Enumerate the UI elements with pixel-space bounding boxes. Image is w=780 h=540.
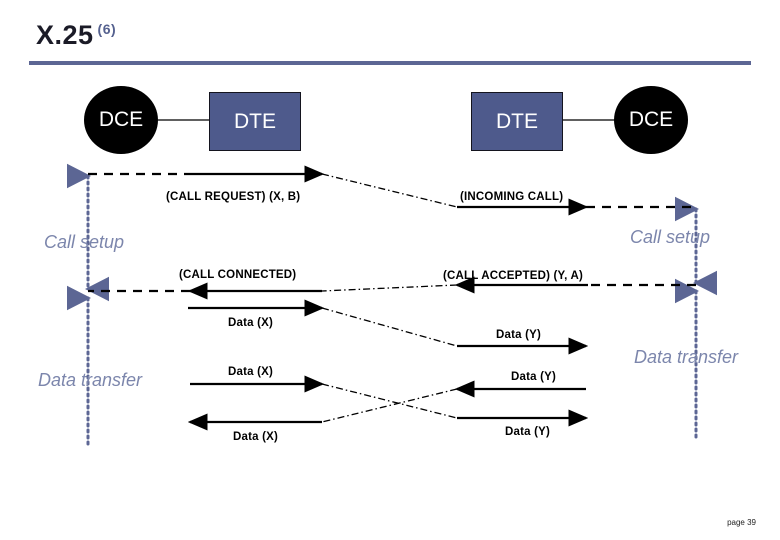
- message-label-data-y-3: Data (Y): [505, 426, 551, 438]
- title-divider: [29, 61, 751, 65]
- phase-label-call-setup-right: Call setup: [630, 227, 711, 247]
- node-dce-right-label: DCE: [628, 108, 674, 131]
- link-data-x1-to-y1: [321, 307, 458, 347]
- node-dte-left-label: DTE: [234, 109, 276, 133]
- message-label-data-x-2: Data (X): [228, 366, 274, 378]
- link-accepted-to-connected: [321, 284, 458, 292]
- node-dte-right[interactable]: DTE: [471, 92, 563, 151]
- node-dce-left-label: DCE: [98, 108, 144, 131]
- data-transfer-flows: [187, 299, 589, 431]
- message-label-call-connected: (CALL CONNECTED): [179, 269, 297, 281]
- link-request-to-incoming: [321, 173, 458, 208]
- call-setup-flows: [88, 165, 696, 300]
- message-label-data-y-2: Data (Y): [511, 371, 557, 383]
- phase-brackets: [67, 163, 717, 446]
- node-dce-right[interactable]: DCE: [614, 86, 688, 154]
- phase-label-data-transfer-left: Data transfer: [38, 370, 143, 390]
- phase-label-data-transfer-right: Data transfer: [634, 347, 739, 367]
- page-title: X.25(6): [36, 20, 116, 51]
- message-label-data-x-1: Data (X): [228, 317, 274, 329]
- page-number: page 39: [727, 518, 756, 527]
- page-title-text: X.25: [36, 20, 94, 50]
- message-label-call-accepted: (CALL ACCEPTED) (Y, A): [443, 270, 584, 282]
- message-label-data-y-1: Data (Y): [496, 329, 542, 341]
- node-dce-left[interactable]: DCE: [84, 86, 158, 154]
- node-dte-right-label: DTE: [496, 109, 538, 133]
- node-dte-left[interactable]: DTE: [209, 92, 301, 151]
- phase-label-call-setup-left: Call setup: [44, 232, 125, 252]
- message-label-data-x-3: Data (X): [233, 431, 279, 443]
- link-data-y2-to-x3: [321, 388, 458, 423]
- link-data-x2-to-y3: [321, 383, 458, 419]
- message-label-incoming-call: (INCOMING CALL): [460, 191, 564, 203]
- page-title-superscript: (6): [97, 21, 117, 37]
- message-label-call-request: (CALL REQUEST) (X, B): [166, 191, 301, 203]
